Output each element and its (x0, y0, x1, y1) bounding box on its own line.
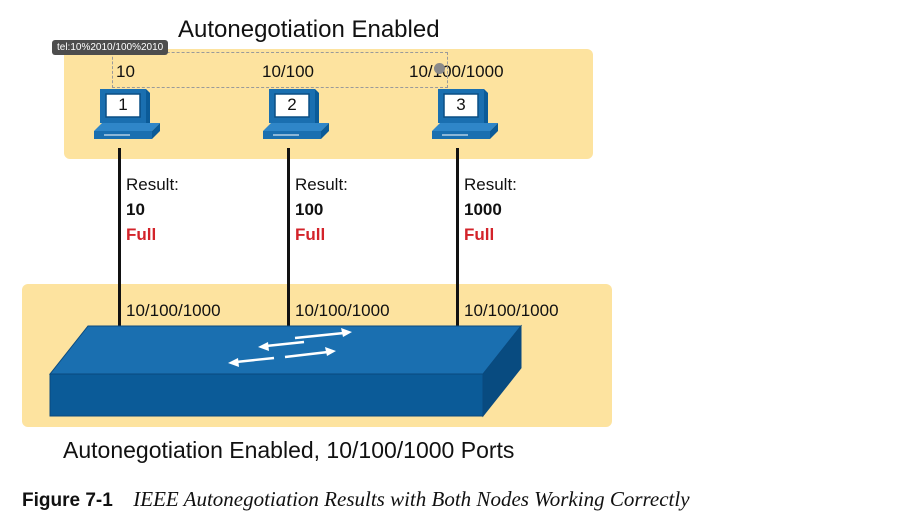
bottom-title: Autonegotiation Enabled, 10/100/1000 Por… (63, 437, 515, 463)
pc2-number: 2 (287, 95, 297, 114)
pc3-workstation-icon: 3 (428, 87, 498, 149)
tooltip-handle-icon[interactable] (434, 63, 445, 74)
pc3-result-speed: 1000 (464, 200, 502, 219)
pc3-link (456, 148, 459, 326)
pc2-result: Result: 100 Full (295, 172, 348, 247)
pc1-result: Result: 10 Full (126, 172, 179, 247)
switch-port2-label: 10/100/1000 (295, 301, 390, 320)
pc1-link (118, 148, 121, 326)
pc2-speed-setting: 10/100 (262, 62, 314, 81)
pc3-result-duplex: Full (464, 225, 495, 244)
pc2-result-label: Result: (295, 175, 348, 194)
figure-caption-text: IEEE Autonegotiation Results with Both N… (133, 487, 690, 511)
top-title: Autonegotiation Enabled (178, 16, 440, 43)
pc3-result-label: Result: (464, 175, 517, 194)
pc2-link (287, 148, 290, 326)
pc2-result-duplex: Full (295, 225, 326, 244)
pc3-speed-setting: 10/100/1000 (409, 62, 504, 81)
pc1-workstation-icon: 1 (90, 87, 160, 149)
pc1-number: 1 (118, 95, 128, 114)
link-tooltip: tel:10%2010/100%2010 (52, 40, 169, 55)
pc1-result-duplex: Full (126, 225, 157, 244)
tooltip-selection-box (112, 52, 448, 88)
pc2-workstation-icon: 2 (259, 87, 329, 149)
figure-number: Figure 7-1 (22, 490, 113, 511)
pc2-result-speed: 100 (295, 200, 324, 219)
pc1-result-label: Result: (126, 175, 179, 194)
switch-port3-label: 10/100/1000 (464, 301, 559, 320)
pc1-speed-setting: 10 (116, 62, 135, 81)
pc3-result: Result: 1000 Full (464, 172, 517, 247)
pc3-number: 3 (456, 95, 466, 114)
pc1-result-speed: 10 (126, 200, 145, 219)
switch-port1-label: 10/100/1000 (126, 301, 221, 320)
figure-caption: Figure 7-1 IEEE Autonegotiation Results … (22, 487, 690, 512)
pc-group-panel (64, 49, 593, 159)
